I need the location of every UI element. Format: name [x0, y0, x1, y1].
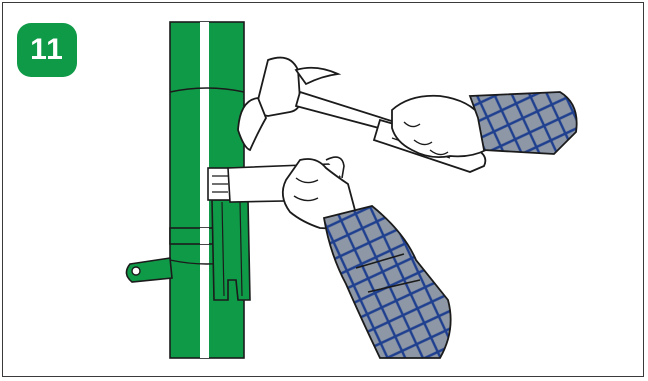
- step-number-badge: 11: [17, 23, 77, 77]
- step-number-label: 11: [30, 33, 64, 66]
- upper-hand: [391, 91, 578, 159]
- lower-hand: [281, 158, 452, 359]
